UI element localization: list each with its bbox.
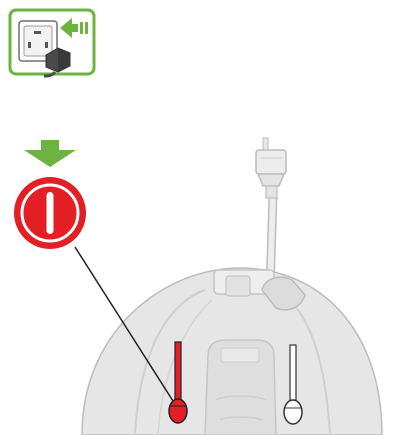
unplug-panel xyxy=(8,8,96,78)
right-switch xyxy=(283,344,303,425)
appliance-body xyxy=(81,267,383,435)
wall-socket-unplug-icon xyxy=(18,18,88,78)
plug-icon xyxy=(255,137,287,199)
pointer-line xyxy=(74,246,174,402)
power-cord xyxy=(255,137,287,295)
left-switch xyxy=(168,341,188,424)
green-down-arrow-icon xyxy=(24,140,76,167)
power-button-icon xyxy=(14,177,86,249)
